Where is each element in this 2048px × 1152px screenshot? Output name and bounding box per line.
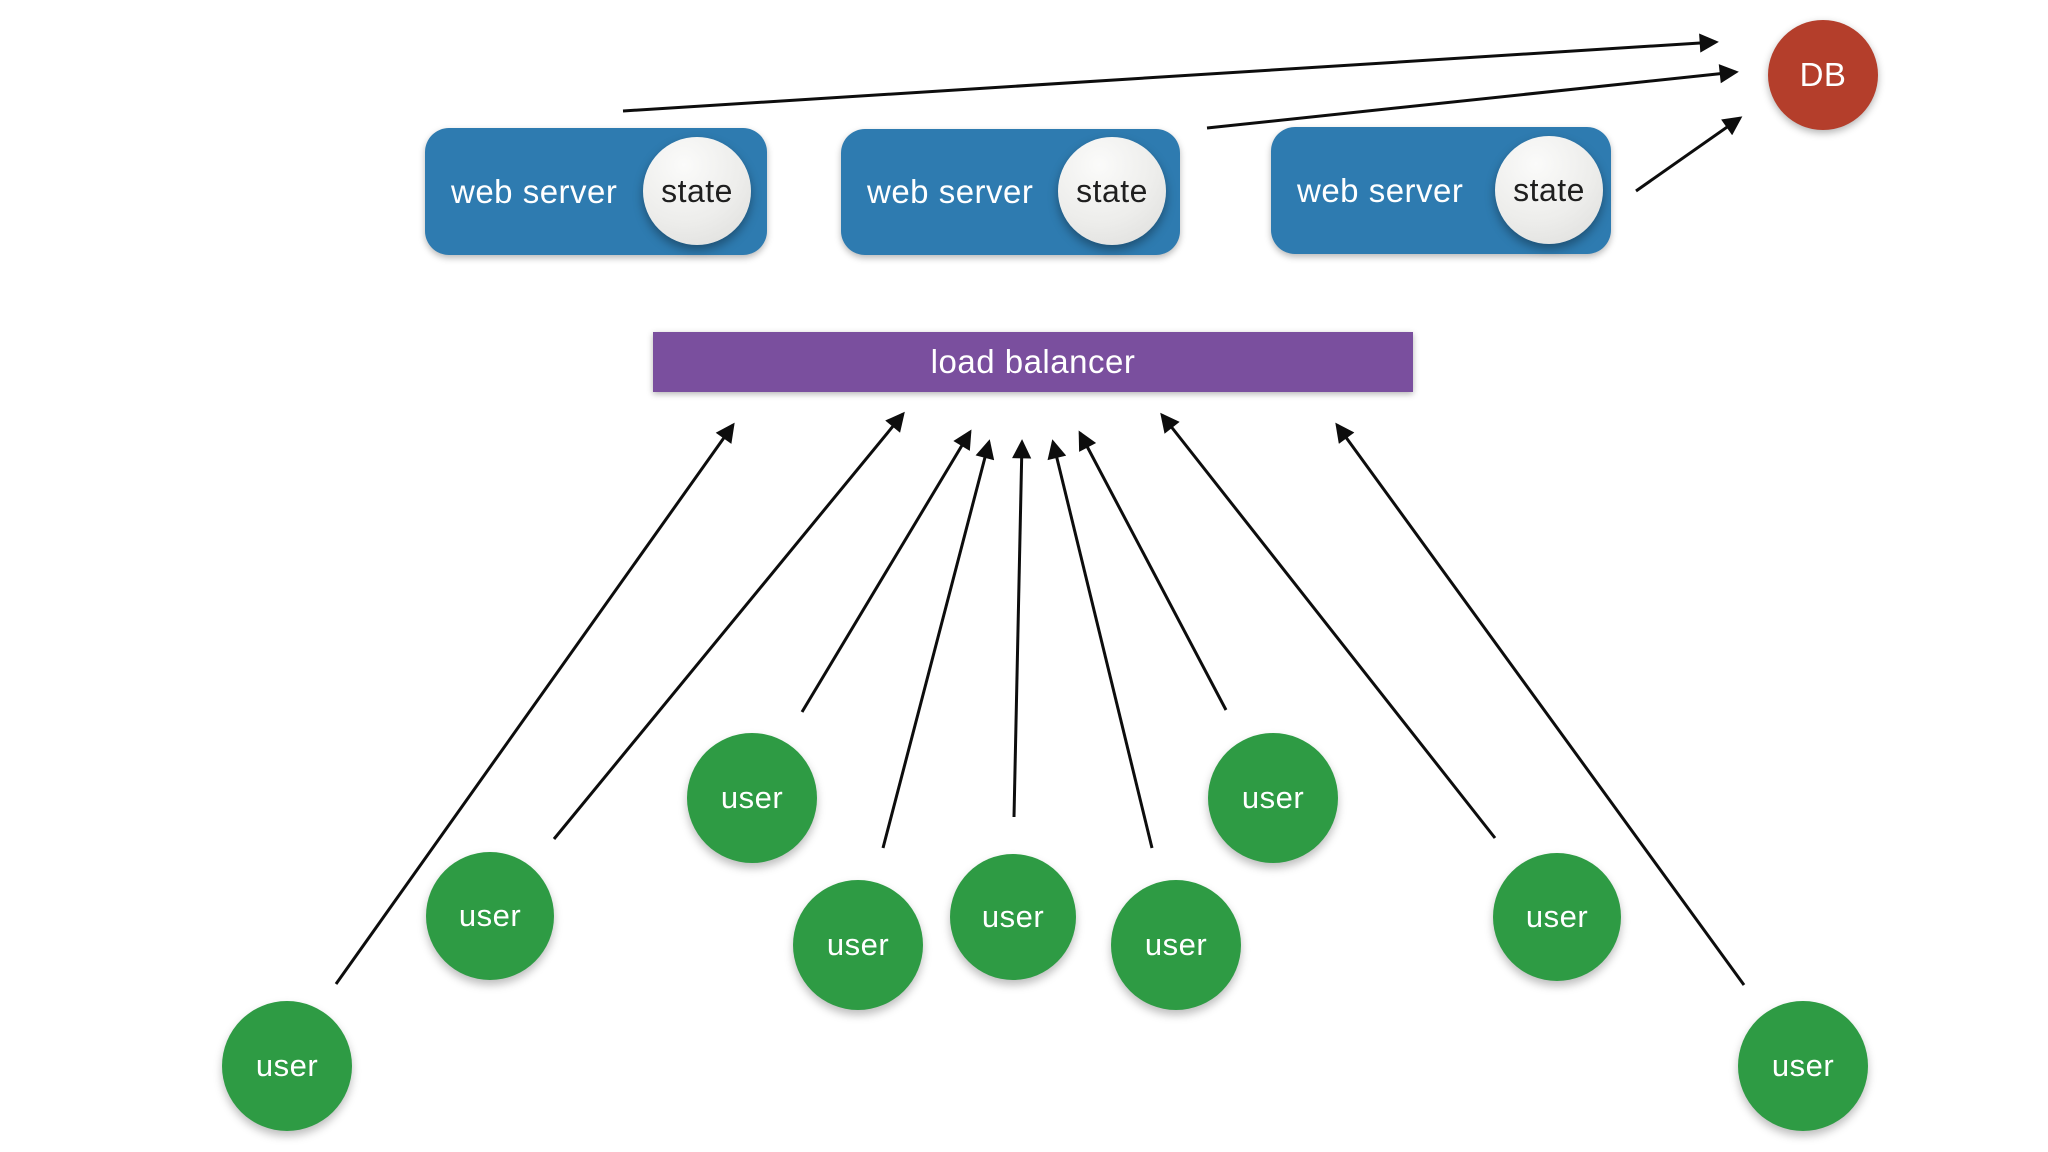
load-balancer-node: load balancer bbox=[653, 332, 1413, 392]
user-label: user bbox=[1525, 899, 1589, 934]
state-circle: state bbox=[1495, 136, 1603, 244]
state-label: state bbox=[1513, 171, 1585, 208]
user-label: user bbox=[826, 927, 890, 962]
database-label: DB bbox=[1799, 56, 1847, 93]
state-circle: state bbox=[1058, 137, 1166, 245]
user-label: user bbox=[1241, 780, 1305, 815]
user-node: user bbox=[950, 854, 1076, 980]
user-label: user bbox=[1144, 927, 1208, 962]
web-server-node: web server state bbox=[425, 128, 767, 255]
edge-webserver-to-db bbox=[1206, 64, 1739, 130]
web-server-node: web server state bbox=[1271, 127, 1611, 254]
edge-user-to-loadbalancer bbox=[334, 422, 735, 985]
edge-webserver-to-db bbox=[622, 33, 1719, 113]
user-node: user bbox=[1493, 853, 1621, 981]
user-node: user bbox=[687, 733, 817, 863]
web-server-label: web server bbox=[1297, 171, 1464, 209]
user-label: user bbox=[255, 1048, 319, 1083]
state-label: state bbox=[1076, 172, 1148, 209]
database-node: DB bbox=[1768, 20, 1878, 130]
edge-user-to-loadbalancer bbox=[1335, 422, 1746, 986]
user-label: user bbox=[1771, 1048, 1835, 1083]
web-server-label: web server bbox=[867, 173, 1034, 210]
edge-user-to-loadbalancer bbox=[1047, 439, 1154, 849]
edge-user-to-loadbalancer bbox=[1078, 430, 1228, 711]
user-node: user bbox=[1111, 880, 1241, 1010]
edge-user-to-loadbalancer bbox=[1160, 412, 1497, 839]
arrows-group bbox=[334, 33, 1746, 986]
edge-user-to-loadbalancer bbox=[552, 411, 905, 840]
user-node: user bbox=[1208, 733, 1338, 863]
edge-webserver-to-db bbox=[1635, 116, 1743, 193]
edge-user-to-loadbalancer bbox=[881, 439, 995, 849]
edge-user-to-loadbalancer bbox=[800, 429, 972, 713]
user-node: user bbox=[222, 1001, 352, 1131]
user-label: user bbox=[458, 898, 522, 933]
user-label: user bbox=[981, 899, 1045, 934]
edge-user-to-loadbalancer bbox=[1012, 439, 1032, 818]
state-circle: state bbox=[643, 137, 751, 245]
state-label: state bbox=[661, 172, 733, 209]
user-node: user bbox=[793, 880, 923, 1010]
web-server-node: web server state bbox=[841, 129, 1180, 255]
user-label: user bbox=[720, 780, 784, 815]
user-node: user bbox=[426, 852, 554, 980]
user-node: user bbox=[1738, 1001, 1868, 1131]
load-balancer-label: load balancer bbox=[930, 343, 1136, 380]
web-server-label: web server bbox=[451, 172, 618, 210]
